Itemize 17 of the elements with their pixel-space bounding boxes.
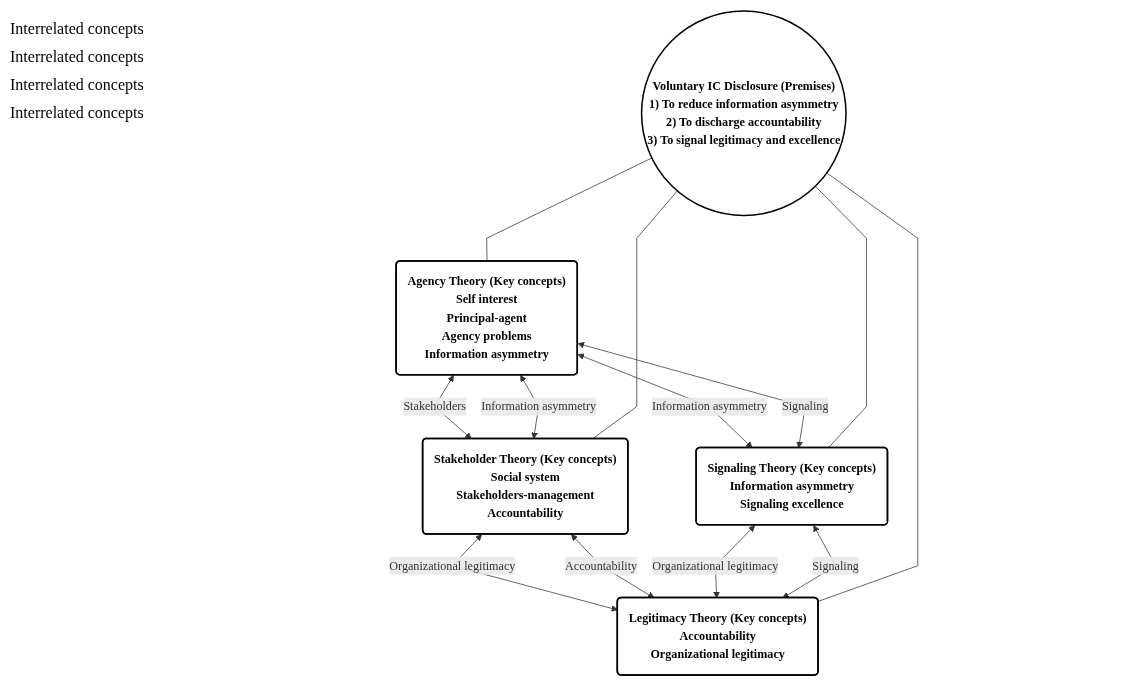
note-text: Interrelated concepts [10, 76, 145, 94]
edge-label: Stakeholders [403, 399, 467, 413]
edge-label: Information asymmetry [481, 399, 597, 413]
edge-label: Signaling [812, 558, 860, 572]
connector [818, 172, 919, 602]
note-text: Interrelated concepts [10, 104, 145, 122]
edge-label: Organizational legitimacy [389, 558, 516, 572]
note-text: Interrelated concepts [10, 20, 145, 38]
edge-label: Information asymmetry [652, 399, 768, 413]
connector [592, 190, 679, 440]
node-circle: Voluntary IC Disclosure (Premises) 1) To reduce information asymmetry 2) To discharge accountability 3) To signal legitimacy and excellence [641, 10, 848, 217]
edge-label: Accountability [565, 558, 638, 572]
edge-label: Organizational legitimacy [652, 558, 779, 572]
connector [815, 185, 868, 449]
edge-label: Signaling [782, 399, 829, 413]
connector [486, 157, 653, 262]
note-text: Interrelated concepts [10, 48, 145, 66]
